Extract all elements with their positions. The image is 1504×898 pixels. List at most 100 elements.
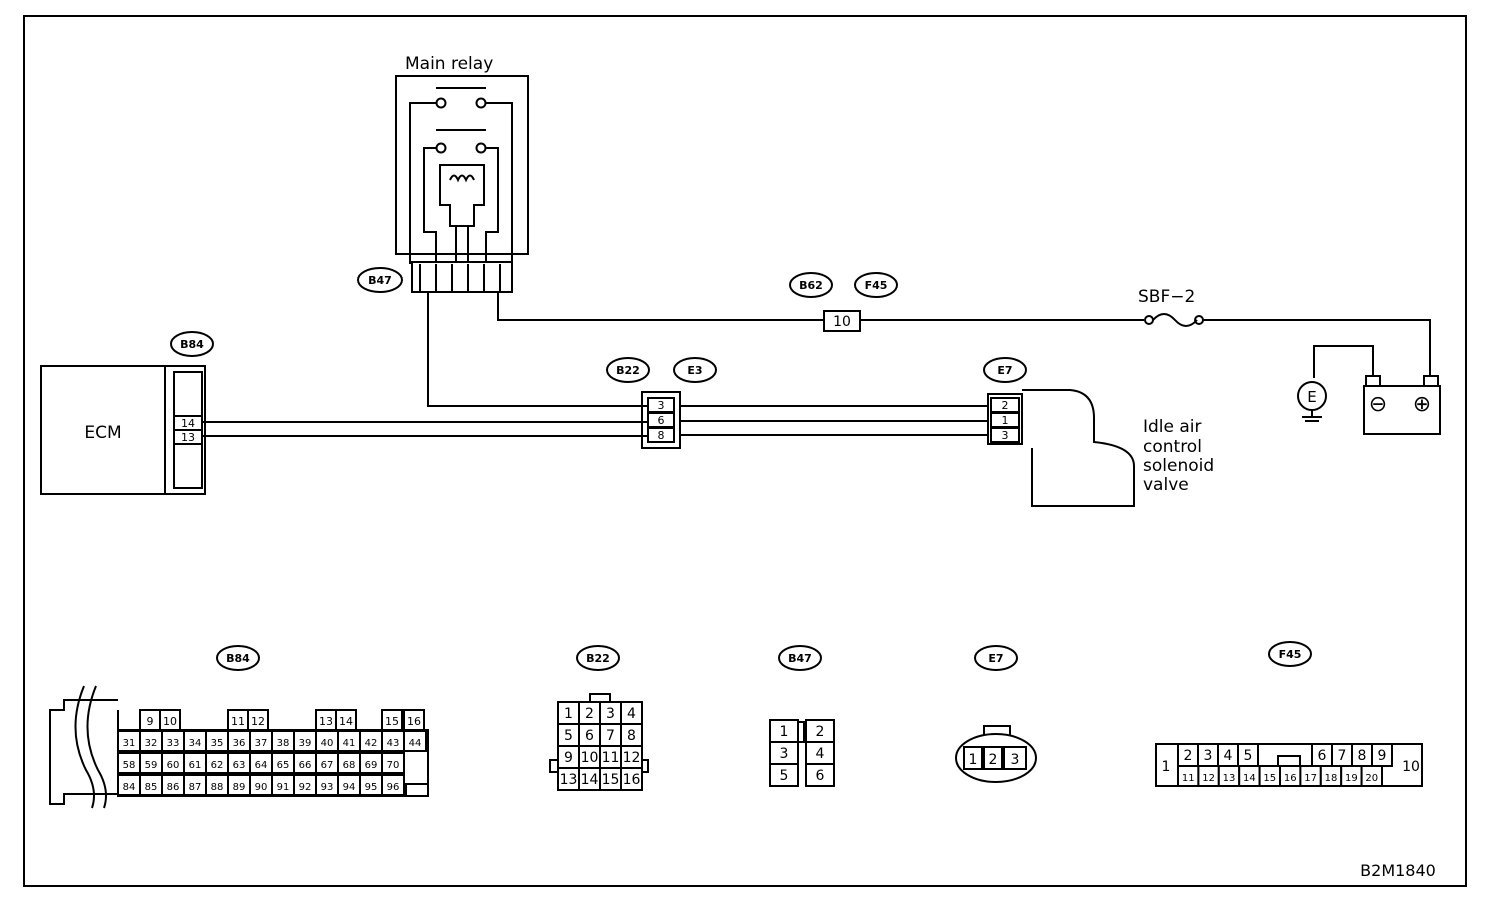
b22-pin-9-label: 9 [564, 750, 573, 766]
b22-pin-3-label: 3 [606, 706, 615, 722]
b84-pin-31-label: 31 [123, 738, 136, 749]
svg-text:8: 8 [658, 429, 665, 442]
b84-pin-15-label: 15 [385, 715, 399, 728]
wire-relay-to-mid [427, 292, 648, 407]
b84-pin-86-label: 86 [167, 782, 180, 793]
b84-pin-32-label: 32 [145, 738, 158, 749]
f45-pin-5-label: 5 [1244, 748, 1253, 764]
svg-text:B62: B62 [799, 279, 823, 292]
main-relay-label: Main relay [405, 54, 493, 74]
f45-pin-15-label: 15 [1263, 773, 1276, 784]
b84-pin-60-label: 60 [167, 760, 180, 771]
b84-pin-9-label: 9 [147, 715, 154, 728]
b84-pin-38-label: 38 [277, 738, 290, 749]
b84-pin-37-label: 37 [255, 738, 268, 749]
b84-pin-34-label: 34 [189, 738, 202, 749]
valve-label-4: valve [1143, 475, 1189, 495]
b84-pin-94-label: 94 [343, 782, 356, 793]
b84-pin-11-label: 11 [231, 715, 245, 728]
b84-pin-70 [381, 752, 405, 774]
f45-pin-13-label: 13 [1223, 773, 1236, 784]
ecm: 14 13 ECM [40, 365, 206, 495]
b84-pin-10-label: 10 [163, 715, 177, 728]
b47-pin-5 [769, 763, 799, 787]
b84-pin-12-label: 12 [251, 715, 265, 728]
b84-pin-66-label: 66 [299, 760, 312, 771]
b84-pin-13-label: 13 [319, 715, 333, 728]
b84-pin-36-label: 36 [233, 738, 246, 749]
connector-b47-tag: B47 [778, 645, 822, 671]
f45-pin-3-label: 3 [1204, 748, 1213, 764]
b22-pin-4-label: 4 [627, 706, 636, 722]
f45-pin-17-label: 17 [1304, 773, 1317, 784]
b84-pin-42-label: 42 [365, 738, 378, 749]
b84-pin-70-label: 70 [387, 760, 400, 771]
svg-text:E3: E3 [687, 364, 702, 377]
b22-pin-1-label: 1 [564, 706, 573, 722]
b22-pin-10-label: 10 [581, 750, 599, 766]
connector-tag-valve: E7 [983, 357, 1027, 383]
connector-tag-mid-right: E3 [673, 357, 717, 383]
connector-b22-tag: B22 [576, 645, 620, 671]
f45-pin-12-label: 12 [1202, 773, 1215, 784]
battery-positive: ⊕ [1413, 392, 1431, 417]
valve-label-3: solenoid [1143, 456, 1214, 476]
connector-tag-mid-left: B22 [606, 357, 650, 383]
b22-pin-13-label: 13 [560, 772, 578, 788]
b84-pin-96 [381, 774, 405, 796]
connector-f45-tag: F45 [1268, 641, 1312, 667]
figure-code: B2M1840 [1360, 861, 1436, 880]
b47-pin-6 [805, 763, 835, 787]
svg-text:10: 10 [1402, 759, 1420, 775]
b84-pin-64-label: 64 [255, 760, 268, 771]
f45-pin-18-label: 18 [1325, 773, 1338, 784]
svg-text:1: 1 [1002, 414, 1009, 427]
connector-tag-relay: B47 [357, 267, 403, 293]
battery-negative: ⊖ [1369, 392, 1387, 417]
b84-pin-59-label: 59 [145, 760, 158, 771]
connector-b84-tag: B84 [216, 645, 260, 671]
b84-pin-43-label: 43 [387, 738, 400, 749]
ecm-label: ECM [84, 423, 121, 443]
b84-pin-92-label: 92 [299, 782, 312, 793]
b22-pin-14-label: 14 [581, 772, 599, 788]
svg-text:3: 3 [658, 399, 665, 412]
f45-pin-7-label: 7 [1338, 748, 1347, 764]
battery: ⊖ ⊕ [1363, 375, 1441, 435]
f45-pin-20 [1360, 765, 1383, 787]
svg-text:1: 1 [1162, 759, 1171, 775]
svg-text:B84: B84 [180, 338, 204, 351]
b84-pin-40-label: 40 [321, 738, 334, 749]
svg-text:2: 2 [1002, 399, 1009, 412]
b84-pin-84-label: 84 [123, 782, 136, 793]
connector-tag-fuse-left: B62 [789, 272, 833, 298]
main-relay: Main relay [395, 54, 529, 293]
f45-pin-6-label: 6 [1318, 748, 1327, 764]
b84-pin-69-label: 69 [365, 760, 378, 771]
b47-pin-6-label: 6 [816, 768, 825, 784]
b47-pin-4-label: 4 [816, 746, 825, 762]
svg-text:10: 10 [833, 314, 851, 330]
b84-pin-67-label: 67 [321, 760, 334, 771]
f45-pin-8-label: 8 [1358, 748, 1367, 764]
f45-pin-20-label: 20 [1365, 773, 1378, 784]
b84-pin-95-label: 95 [365, 782, 378, 793]
svg-text:E: E [1307, 388, 1316, 406]
b84-pin-68-label: 68 [343, 760, 356, 771]
b84-pin-58-label: 58 [123, 760, 136, 771]
idle-air-control-valve: 2 1 3 Idle air control solenoid valve [987, 389, 1214, 507]
ecm-pin-14: 14 [181, 417, 195, 430]
b84-pin-44 [403, 730, 427, 752]
b47-pin-5-label: 5 [780, 768, 789, 784]
b22-pin-16-label: 16 [623, 772, 641, 788]
b84-pin-93-label: 93 [321, 782, 334, 793]
f45-pin-4-label: 4 [1224, 748, 1233, 764]
b84-pin-39-label: 39 [299, 738, 312, 749]
svg-text:F45: F45 [1279, 648, 1302, 661]
svg-text:B84: B84 [226, 652, 250, 665]
b84-pin-35-label: 35 [211, 738, 224, 749]
